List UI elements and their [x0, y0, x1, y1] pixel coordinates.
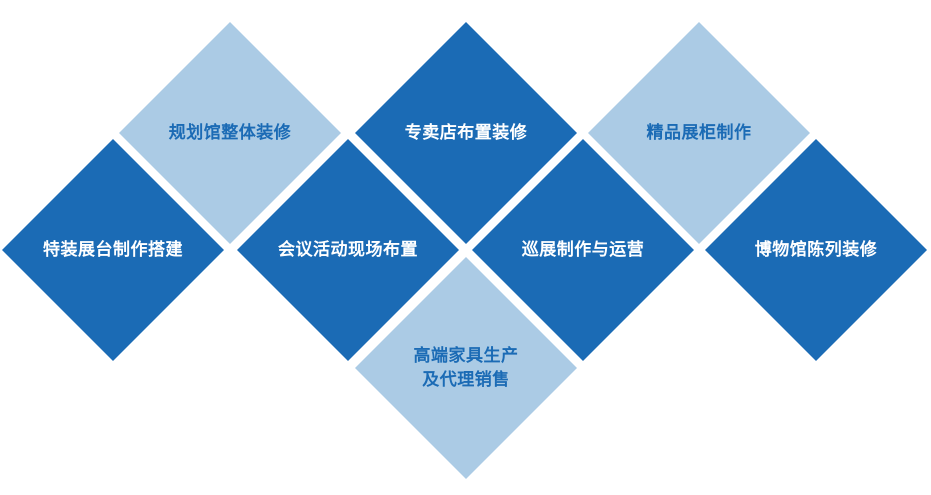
- diamond-label: 精品展柜制作: [646, 123, 752, 143]
- diamond-label: 专卖店布置装修: [404, 123, 528, 143]
- diamond-label: 博物馆陈列装修: [754, 240, 878, 260]
- diamond-label: 规划馆整体装修: [168, 123, 292, 143]
- diamond-label: 高端家具生产 及代理销售: [413, 346, 519, 390]
- diamond-label: 会议活动现场布置: [278, 240, 418, 260]
- diamond-label: 特装展台制作搭建: [43, 240, 183, 260]
- diamond-label: 巡展制作与运营: [521, 240, 645, 260]
